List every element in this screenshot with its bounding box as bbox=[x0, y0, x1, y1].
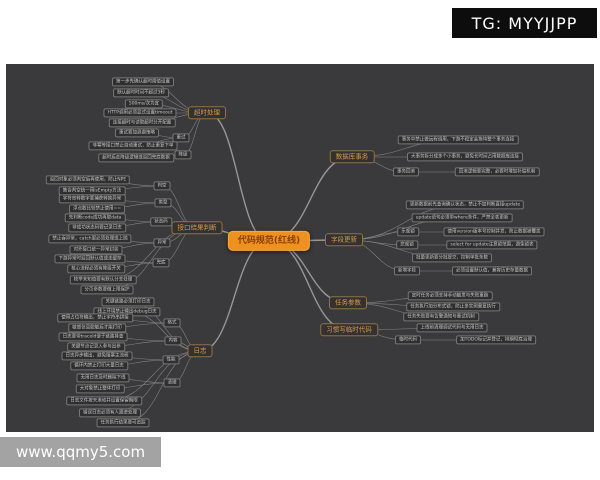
mindmap-node-g4[interactable]: 错误日志必须有人跟进处理 bbox=[79, 408, 141, 418]
mindmap-node-x2a[interactable]: 加TODO标记并登记，排期彻底治理 bbox=[456, 335, 536, 345]
mindmap-node-gf2[interactable]: 敏感信息脱敏后才能打印 bbox=[68, 323, 126, 333]
mindmap-node-tr1[interactable]: 重试要加退避策略 bbox=[115, 128, 159, 138]
mindmap-node-g5[interactable]: 任务执行结果要可追踪 bbox=[96, 418, 150, 428]
mindmap-node-t4[interactable]: HTTP调用必须显式设置timeout bbox=[103, 108, 177, 118]
mindmap-node-gx[interactable]: 性能 bbox=[162, 355, 180, 365]
mindmap-node-t2[interactable]: 默认超时时间不超过3秒 bbox=[113, 88, 169, 98]
mindmap-node-gn1[interactable]: 日志要带traceId便于链路排查 bbox=[58, 332, 128, 342]
mindmap-node-jd[interactable]: 兜底 bbox=[152, 258, 170, 268]
mindmap-node-d1[interactable]: 事务中禁止做远程调用，下游不稳定会拖垮整个事务连接 bbox=[397, 135, 519, 145]
mindmap-node-jt[interactable]: 类型 bbox=[154, 198, 172, 208]
mindmap-node-t5[interactable]: 连接超时与读取超时分开配置 bbox=[108, 118, 176, 128]
mindmap-node-z4[interactable]: 悲观锁 bbox=[396, 240, 418, 250]
mindmap-node-gq2[interactable]: 大对象禁止整体打印 bbox=[75, 384, 125, 394]
mindmap-node-z3[interactable]: 乐观锁 bbox=[397, 227, 419, 237]
mindmap-node-d[interactable]: 数据库事务 bbox=[329, 150, 375, 164]
mindmap-node-gx1[interactable]: 日志异步输出，避免阻塞主流程 bbox=[61, 351, 133, 361]
mindmap-node-z3a[interactable]: 使用version版本号控制并发，防止数据被覆盖 bbox=[443, 227, 545, 237]
mindmap-node-jp[interactable]: 判空 bbox=[153, 181, 171, 191]
mindmap-node-je2[interactable]: 对外接口统一异常封装 bbox=[69, 245, 123, 255]
mindmap-node-r3[interactable]: 任务失败要有告警通知与重试机制 bbox=[403, 312, 479, 322]
mindmap-node-jp1[interactable]: 返回对象必须判空后再使用，防止NPE bbox=[45, 175, 131, 185]
mindmap-node-gn2[interactable]: 关键节点记录入参与出参 bbox=[67, 342, 125, 352]
mindmap-node-jt1[interactable]: 字符串转数字要捕获转换异常 bbox=[58, 194, 126, 204]
mindmap-node-d2[interactable]: 大事务拆分成多个小事务，避免长时间占用数据库连接 bbox=[407, 152, 523, 162]
mindmap-node-r2[interactable]: 任务执行加分布式锁，防止多实例重复执行 bbox=[406, 302, 500, 312]
mindmap-node-g[interactable]: 日志 bbox=[187, 344, 213, 358]
tg-badge: TG: MYYJJPP bbox=[452, 8, 597, 38]
mindmap-node-jd2[interactable]: 核心流程必须有降级开关 bbox=[67, 264, 125, 274]
mindmap-node-gn[interactable]: 内容 bbox=[164, 336, 182, 346]
mindmap-node-d3[interactable]: 事务回滚 bbox=[393, 167, 419, 177]
mindmap-node-je[interactable]: 异常 bbox=[153, 238, 171, 248]
mindmap-node-z2[interactable]: update语句必须带where条件，严禁全表更新 bbox=[411, 213, 513, 223]
mindmap-node-g3[interactable]: 日志文件按天滚动并设置保留期限 bbox=[66, 396, 142, 406]
mindmap-node-td1[interactable]: 超时后走降级逻辑或返回兜底数据 bbox=[98, 153, 174, 163]
mindmap-node-j[interactable]: 接口结果判断 bbox=[171, 221, 223, 235]
mindmap-node-jt2[interactable]: 浮点数比较禁止使用== bbox=[68, 204, 126, 214]
mindmap-node-r[interactable]: 任务参数 bbox=[329, 296, 367, 310]
mindmap-node-x[interactable]: 习惯写临时代码 bbox=[320, 323, 378, 337]
mindmap-node-jc[interactable]: 状态码 bbox=[150, 217, 172, 227]
mindmap-node-gq[interactable]: 清理 bbox=[163, 378, 181, 388]
mindmap-node-z6[interactable]: 新增字段 bbox=[394, 266, 420, 276]
watermark: www.qqmy5.com bbox=[0, 437, 162, 467]
mindmap-node-j1[interactable]: 枚举未知值要有默认分支处理 bbox=[69, 275, 137, 285]
mindmap-root-node[interactable]: 代码规范(红线) bbox=[227, 230, 311, 252]
mindmap-node-gx2[interactable]: 循环内禁止打印大量日志 bbox=[70, 361, 128, 371]
mindmap-node-g1[interactable]: 关键链路必须打印日志 bbox=[101, 297, 155, 307]
mindmap-node-td[interactable]: 降级 bbox=[174, 150, 192, 160]
mindmap-node-gf[interactable]: 格式 bbox=[163, 318, 181, 328]
mindmap-node-tr2[interactable]: 非幂等接口禁止自动重试，防止重复下单 bbox=[88, 141, 178, 151]
mindmap-node-d3a[interactable]: 回滚逻辑要完整，必要时增加补偿机制 bbox=[454, 167, 540, 177]
mindmap-node-jd1[interactable]: 下游异常时返回默认值或走缓存 bbox=[54, 254, 126, 264]
mindmap-node-jc1[interactable]: 先判断code成功再取data bbox=[64, 213, 126, 223]
mindmap-node-z1[interactable]: 更新数据前先查询确认状态，禁止不加判断直接update bbox=[405, 200, 525, 210]
mindmap-node-j2[interactable]: 分页参数要做上限保护 bbox=[80, 285, 134, 295]
mindmap-node-x2[interactable]: 临时代码 bbox=[395, 335, 421, 345]
mindmap-node-gf1[interactable]: 使用占位符输出，禁止字符串拼接 bbox=[57, 313, 133, 323]
mindmap-node-r1[interactable]: 定时任务必须支持手动触发与失败重跑 bbox=[407, 291, 493, 301]
mindmap-node-t1[interactable]: 第一步先确认超时阈值设置 bbox=[112, 77, 174, 87]
mindmap-node-z5[interactable]: 批量更新要分批提交，控制单批条数 bbox=[412, 253, 492, 263]
mindmap-node-jc2[interactable]: 非成功状态码要记录日志 bbox=[68, 223, 126, 233]
mindmap-node-t[interactable]: 超时处理 bbox=[188, 106, 226, 120]
mindmap-node-z6a[interactable]: 必须设置默认值，兼容历史存量数据 bbox=[452, 266, 532, 276]
mindmap-node-gq1[interactable]: 无用日志及时删除下线 bbox=[76, 373, 130, 383]
mindmap-node-je1[interactable]: 禁止吞异常，catch里必须处理或上抛 bbox=[48, 234, 132, 244]
mindmap-node-z4a[interactable]: select for update注意锁范围，避免锁表 bbox=[446, 240, 538, 250]
mindmap-node-x1[interactable]: 上线前清理调试代码与无用日志 bbox=[416, 323, 488, 333]
mindmap-node-t3[interactable]: 500ms/次为宜 bbox=[124, 99, 164, 109]
mindmap-node-z[interactable]: 字段更新 bbox=[325, 233, 363, 247]
